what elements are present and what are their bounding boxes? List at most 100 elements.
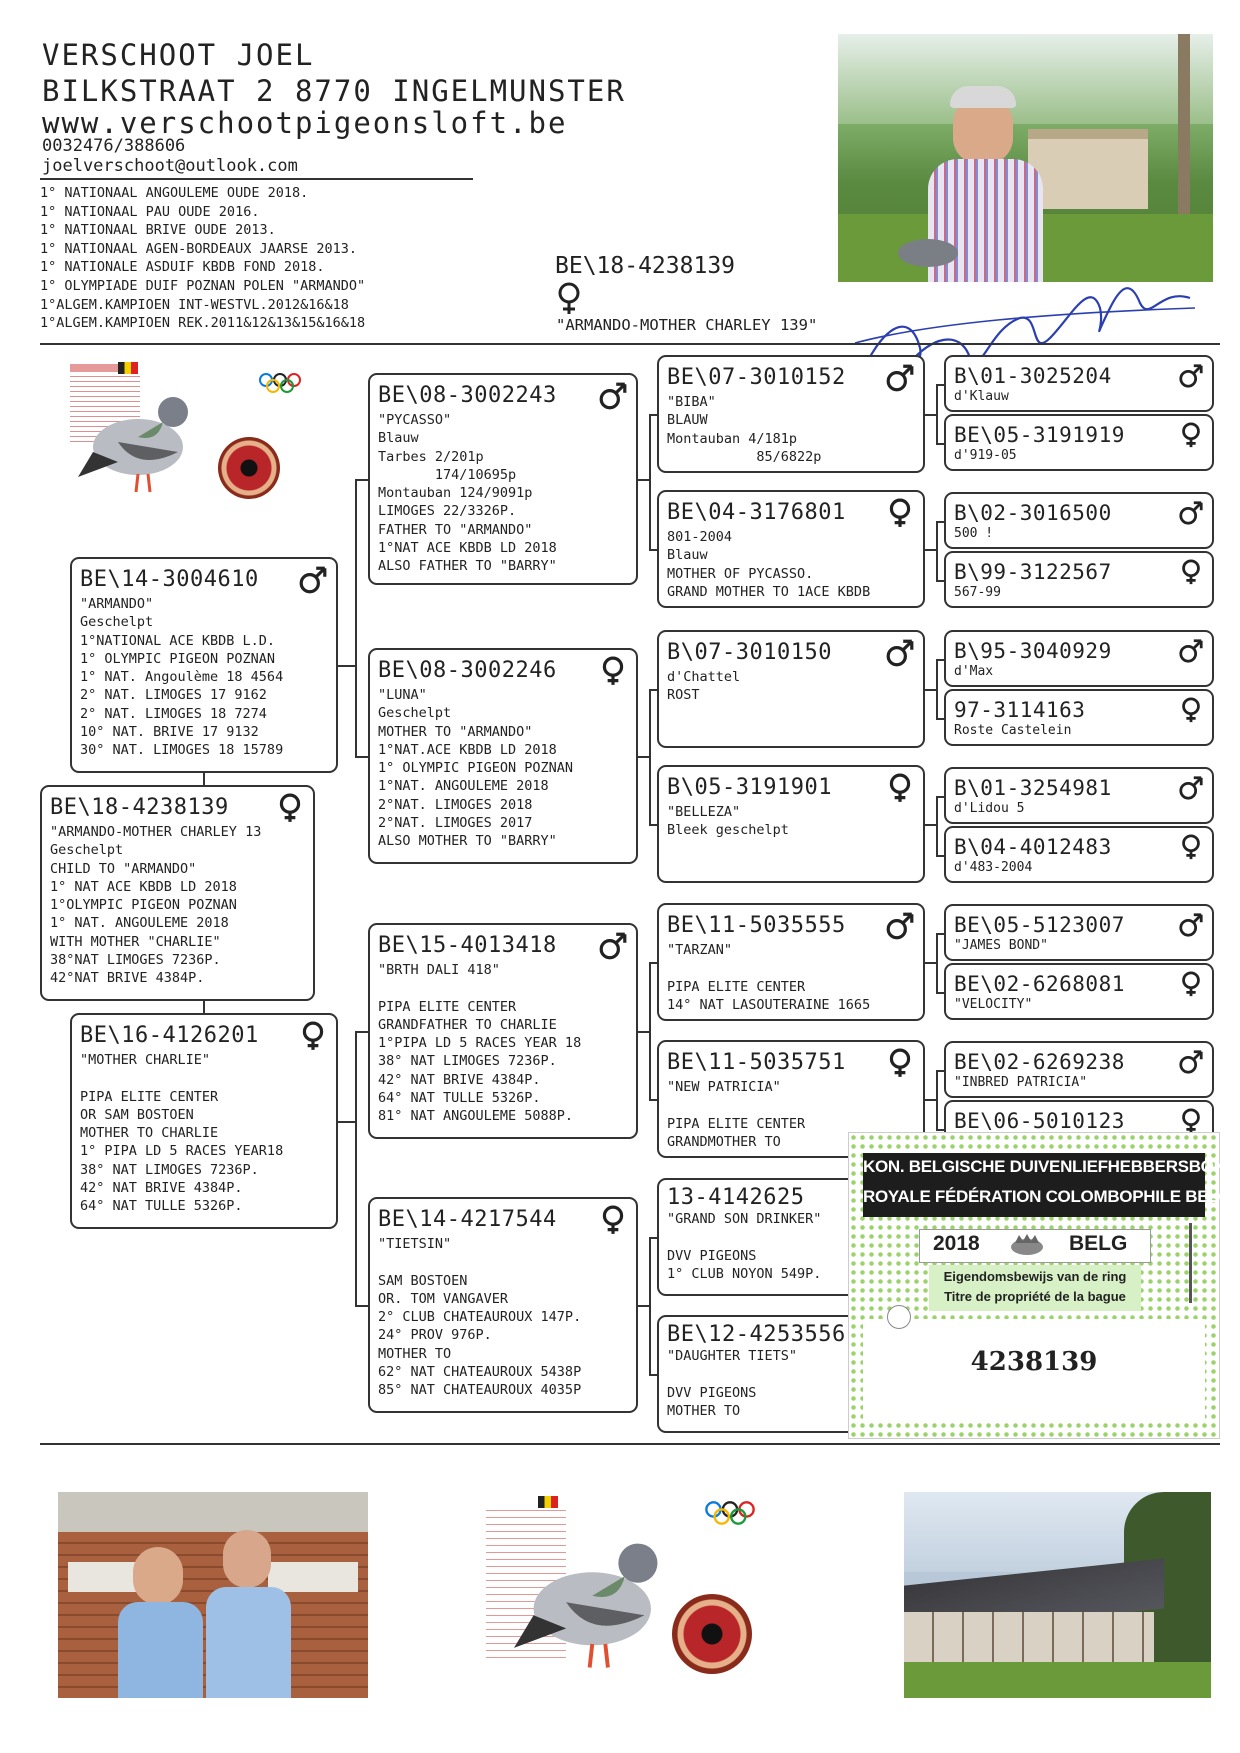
pedigree-line: 30° NAT. LIMOGES 18 15789 bbox=[80, 742, 284, 759]
female-icon bbox=[885, 773, 915, 803]
pedigree-line: 64° NAT TULLE 5326P. bbox=[80, 1198, 243, 1215]
connector-line bbox=[355, 479, 357, 756]
card-title-nl: Eigendomsbewijs van de ring bbox=[943, 1269, 1127, 1284]
pedigree-line: "ARMANDO-MOTHER CHARLEY 13 bbox=[50, 824, 262, 840]
connector-line bbox=[355, 479, 368, 481]
pedigree-line: 1° NAT. ANGOULEME 2018 bbox=[50, 915, 229, 932]
connector-line bbox=[936, 442, 944, 445]
female-icon bbox=[885, 498, 915, 528]
owner-phone: 0032476/388606 bbox=[42, 136, 186, 156]
connector-line bbox=[936, 1128, 944, 1131]
ring-number: 97-3114163 bbox=[954, 698, 1086, 722]
connector-line bbox=[649, 1237, 657, 1239]
achievement-item: 1° NATIONAAL BRIVE OUDE 2013. bbox=[40, 222, 276, 239]
pedigree-line: Geschelpt bbox=[80, 614, 154, 631]
connector-line bbox=[936, 383, 938, 443]
pedigree-line: 801-2004 bbox=[667, 529, 733, 545]
eye-sign-icon bbox=[218, 437, 280, 499]
female-icon bbox=[598, 656, 628, 686]
achievement-item: 1° OLYMPIADE DUIF POZNAN POLEN "ARMANDO" bbox=[40, 277, 366, 294]
pedigree-box-g9: BE\05-5123007"JAMES BOND" bbox=[944, 904, 1214, 961]
female-icon bbox=[1178, 1108, 1204, 1134]
ring-number: BE\18-4238139 bbox=[50, 795, 229, 820]
card-org-fr: ROYALE FÉDÉRATION COLOMBOPHILE BELGE bbox=[863, 1187, 1240, 1206]
pedigree-line: ROST bbox=[667, 687, 700, 704]
loft-photo bbox=[904, 1492, 1211, 1698]
pedigree-line: 1°OLYMPIC PIGEON POZNAN bbox=[50, 897, 237, 914]
pedigree-line: d'Lidou 5 bbox=[954, 801, 1025, 816]
pedigree-line: d'919-05 bbox=[954, 448, 1017, 463]
connector-line bbox=[649, 824, 657, 826]
pedigree-line: 1°NAT.ACE KBDB LD 2018 bbox=[378, 741, 557, 758]
male-icon bbox=[298, 565, 328, 595]
connector-line bbox=[649, 1374, 657, 1376]
pedigree-line: d'Max bbox=[954, 664, 994, 679]
connector-line bbox=[649, 549, 657, 551]
pedigree-line bbox=[378, 979, 628, 997]
owner-email[interactable]: joelverschoot@outlook.com bbox=[42, 156, 298, 176]
pedigree-line: 2°NAT. LIMOGES 2017 bbox=[378, 815, 533, 832]
pedigree-line: GRANDFATHER TO CHARLIE bbox=[378, 1016, 557, 1033]
pedigree-top-rule bbox=[40, 343, 1220, 345]
connector-line bbox=[936, 383, 944, 386]
pedigree-line bbox=[667, 1096, 915, 1114]
pedigree-line: Geschelpt bbox=[50, 842, 124, 859]
pigeon-card-image bbox=[68, 362, 308, 517]
male-icon bbox=[885, 911, 915, 941]
pedigree-line: "LUNA" bbox=[378, 687, 427, 703]
connector-line bbox=[936, 520, 938, 580]
female-icon bbox=[1178, 697, 1204, 723]
ring-number: BE\06-5010123 bbox=[954, 1109, 1125, 1133]
pedigree-line: DVV PIGEONS bbox=[667, 1384, 757, 1401]
pedigree-line: 2° NAT. LIMOGES 17 9162 bbox=[80, 687, 267, 704]
ring-number: B\95-3040929 bbox=[954, 639, 1112, 663]
pigeon-card-image-bottom bbox=[484, 1494, 769, 1694]
ring-number: B\99-3122567 bbox=[954, 560, 1112, 584]
pedigree-line bbox=[378, 1253, 628, 1271]
pedigree-line: 1°NATIONAL ACE KBDB L.D. bbox=[80, 632, 276, 649]
connector-line bbox=[936, 579, 944, 582]
pedigree-line: "PYCASSO" bbox=[378, 412, 452, 428]
pedigree-line: 85/6822p bbox=[667, 448, 822, 465]
pedigree-line: PIPA ELITE CENTER bbox=[80, 1088, 219, 1105]
pedigree-line: PIPA ELITE CENTER bbox=[378, 998, 517, 1015]
pedigree-line: 2°NAT. LIMOGES 2018 bbox=[378, 796, 533, 813]
connector-line bbox=[936, 795, 938, 855]
female-icon bbox=[885, 1048, 915, 1078]
pedigree-line: MOTHER OF PYCASSO. bbox=[667, 565, 814, 582]
pedigree-line: Montauban 4/181p bbox=[667, 430, 798, 447]
pedigree-line bbox=[667, 959, 915, 977]
male-icon bbox=[1178, 912, 1204, 938]
ring-number: BE\12-4253556 bbox=[667, 1322, 846, 1347]
female-icon bbox=[556, 282, 582, 320]
pedigree-line: ALSO FATHER TO "BARRY" bbox=[378, 558, 557, 575]
pedigree-line: Bleek geschelpt bbox=[667, 822, 789, 839]
connector-line bbox=[936, 1069, 944, 1072]
ring-number: BE\02-6268081 bbox=[954, 972, 1125, 996]
pedigree-line: DVV PIGEONS bbox=[667, 1247, 757, 1264]
pedigree-line: 85° NAT CHATEAUROUX 4035P bbox=[378, 1382, 582, 1399]
owner-website[interactable]: www.verschootpigeonsloft.be bbox=[42, 106, 568, 140]
subject-name: "ARMANDO-MOTHER CHARLEY 139" bbox=[556, 316, 818, 334]
pedigree-line: 2° NAT. LIMOGES 18 7274 bbox=[80, 705, 267, 722]
connector-line bbox=[649, 689, 651, 824]
pigeon-icon bbox=[78, 397, 188, 493]
pedigree-line: MOTHER TO bbox=[378, 1345, 452, 1362]
pedigree-line: Montauban 124/9091p bbox=[378, 485, 533, 502]
ring-number: BE\02-6269238 bbox=[954, 1050, 1125, 1074]
pedigree-box-g10: BE\02-6268081"VELOCITY" bbox=[944, 963, 1214, 1020]
ring-number: BE\14-3004610 bbox=[80, 567, 259, 592]
card-ring-number: 4238139 bbox=[970, 1347, 1098, 1377]
achievement-item: 1° NATIONAAL ANGOULEME OUDE 2018. bbox=[40, 185, 309, 201]
male-icon bbox=[885, 363, 915, 393]
pedigree-line: 1° NAT. Angoulème 18 4564 bbox=[80, 669, 284, 686]
achievement-item: 1° NATIONAAL PAU OUDE 2016. bbox=[40, 203, 260, 220]
connector-line bbox=[355, 1305, 368, 1307]
pedigree-line: LIMOGES 22/3326P. bbox=[378, 503, 517, 520]
